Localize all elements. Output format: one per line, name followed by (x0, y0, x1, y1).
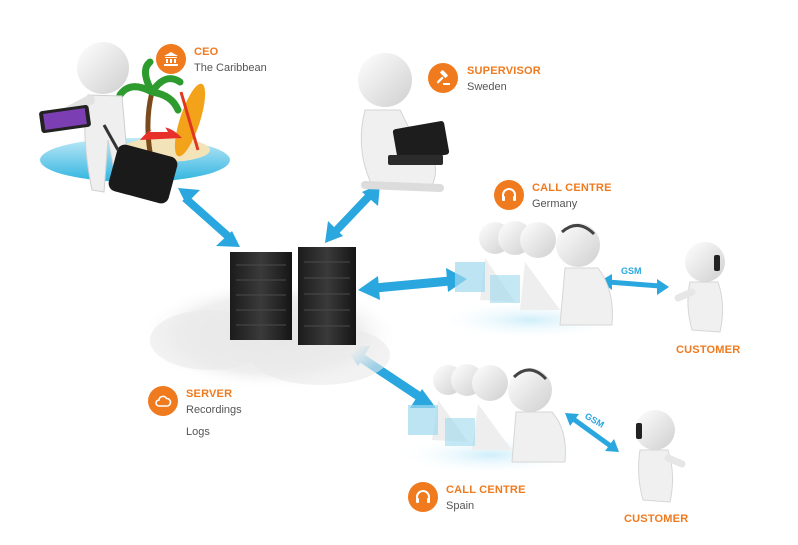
ceo-title: CEO (194, 46, 219, 58)
headset-icon (494, 180, 524, 210)
customer-top-illustration (674, 242, 725, 333)
callcentre-germany-location: Germany (532, 198, 578, 210)
gavel-icon (428, 63, 458, 93)
customer-bottom-title: CUSTOMER (624, 513, 689, 525)
customer-top-title: CUSTOMER (676, 344, 741, 356)
callcentre-spain-illustration (395, 364, 585, 475)
gsm-link-top: GSM (600, 266, 669, 295)
bank-icon (156, 44, 186, 74)
server-title: SERVER (186, 388, 233, 400)
arrow-supervisor-server (325, 184, 380, 243)
supervisor-title: SUPERVISOR (467, 65, 541, 77)
customer-bottom-illustration (635, 410, 686, 503)
supervisor-location: Sweden (467, 81, 507, 93)
supervisor-illustration (358, 53, 450, 192)
arrow-server-callcentre-de (358, 268, 467, 300)
gsm-label-top: GSM (621, 266, 642, 276)
server-illustration (140, 247, 400, 390)
callcentre-germany-title: CALL CENTRE (532, 182, 612, 194)
arrow-ceo-server (178, 188, 240, 247)
headset-icon (408, 482, 438, 512)
ceo-illustration (39, 42, 230, 204)
cloud-icon (148, 386, 178, 416)
server-line-logs: Logs (186, 426, 210, 438)
server-line-recordings: Recordings (186, 404, 242, 416)
callcentre-germany-illustration (435, 221, 625, 340)
ceo-location: The Caribbean (194, 62, 267, 74)
callcentre-spain-location: Spain (446, 500, 475, 512)
callcentre-spain-title: CALL CENTRE (446, 484, 526, 496)
